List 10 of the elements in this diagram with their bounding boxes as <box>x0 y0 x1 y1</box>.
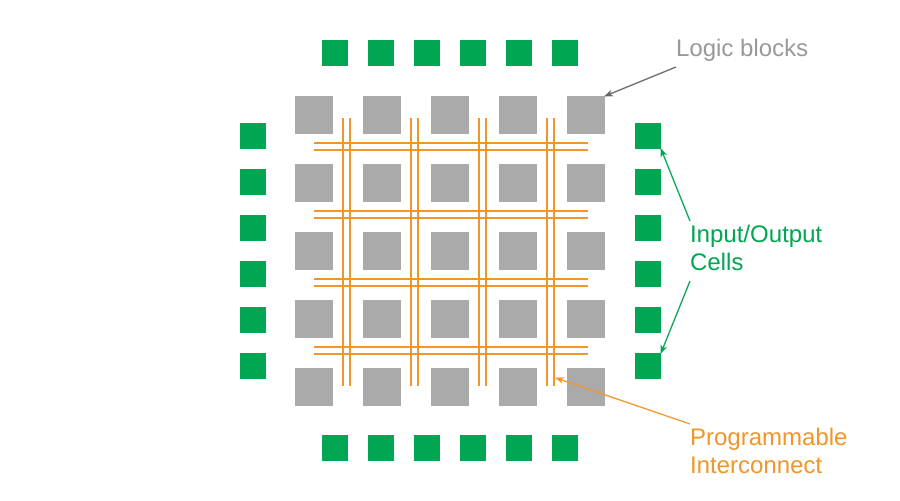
callout-label: Logic blocks <box>676 35 810 63</box>
io-cell <box>635 123 661 149</box>
leader-arrow <box>660 148 691 222</box>
callout-label: Input/Output Cells <box>690 221 824 277</box>
leader-arrow <box>604 66 676 97</box>
leader-arrow <box>660 280 691 354</box>
logic-block <box>567 96 605 134</box>
callout-label: Programmable Interconnect <box>690 424 848 480</box>
leader-arrow <box>555 377 690 425</box>
io-cell <box>635 353 661 379</box>
